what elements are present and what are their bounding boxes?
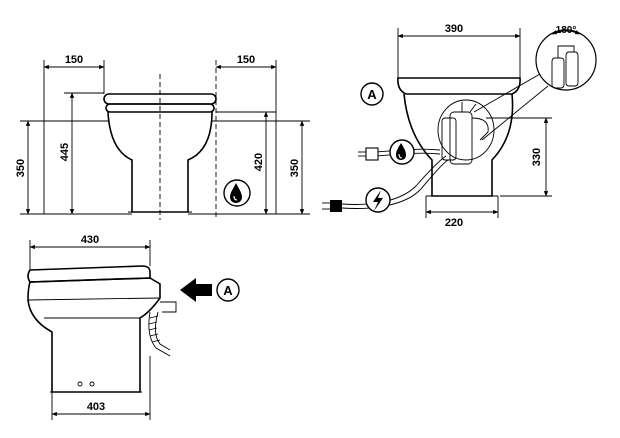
rear-view-toilet-outline xyxy=(397,77,521,197)
rear-detail-circle: 180° xyxy=(473,25,597,141)
front-dim-right-offset: 150 xyxy=(237,54,255,66)
front-view: 150 150 350 445 420 350 xyxy=(15,54,310,220)
rear-dim-width: 390 xyxy=(445,23,463,35)
side-view-direction-arrow xyxy=(180,278,212,302)
water-drop-icon xyxy=(389,139,415,165)
power-cable xyxy=(322,155,449,212)
front-dim-outer-height-right: 350 xyxy=(289,159,301,177)
side-dim-base-length: 403 xyxy=(87,401,105,413)
rear-callout-a: A xyxy=(360,82,384,106)
water-drop-icon xyxy=(223,179,251,207)
front-dim-inlet-height: 420 xyxy=(253,153,265,171)
rear-view: A 180° 390 xyxy=(322,23,597,229)
lightning-icon xyxy=(365,187,391,213)
side-dim-length: 430 xyxy=(81,234,99,246)
front-dim-outer-height-left: 350 xyxy=(15,159,27,177)
rear-dim-rotation: 180° xyxy=(556,25,577,36)
side-view: 430 403 A xyxy=(27,234,240,420)
side-callout-letter: A xyxy=(223,283,233,298)
rear-dim-outlet-height: 330 xyxy=(531,148,543,166)
side-view-toilet-outline xyxy=(27,265,177,393)
front-dim-left-offset: 150 xyxy=(65,54,83,66)
side-callout-a: A xyxy=(216,278,240,302)
rear-callout-letter: A xyxy=(367,87,377,102)
rear-dim-base-width: 220 xyxy=(445,217,463,229)
front-dim-seat-height: 445 xyxy=(59,143,71,161)
